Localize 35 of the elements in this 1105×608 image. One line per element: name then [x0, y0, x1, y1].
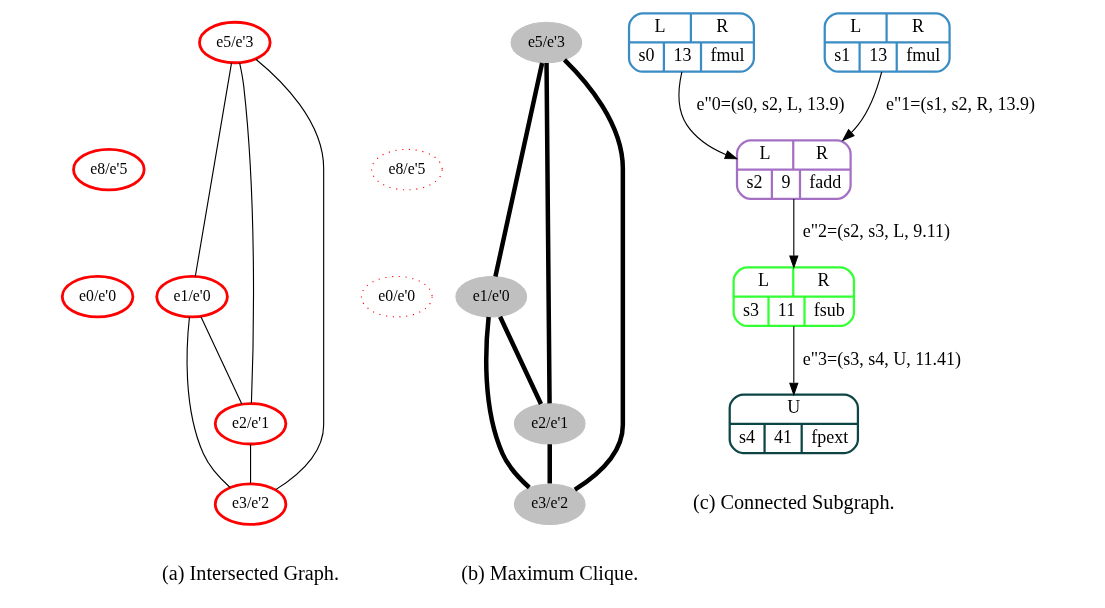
connector — [199, 316, 242, 405]
edge-label: e"2=(s2, s3, L, 9.11) — [802, 221, 950, 242]
node-ellipse: e0/e'0 — [60, 275, 134, 319]
connector — [562, 58, 625, 492]
connector — [492, 62, 544, 277]
connector — [194, 62, 232, 278]
connector — [249, 443, 251, 484]
node-ellipse: e2/e'1 — [513, 403, 586, 445]
connector — [238, 62, 254, 404]
connector — [186, 316, 231, 489]
connector — [543, 62, 552, 404]
arrow — [788, 325, 799, 397]
node-ellipse: e5/e'3 — [510, 21, 582, 64]
arrow — [841, 71, 882, 142]
label: (a) Intersected Graph. — [161, 562, 339, 585]
node-ellipse: e2/e'1 — [213, 402, 287, 446]
node-ellipse: e0/e'0 — [360, 275, 433, 318]
node-ellipse: e1/e'0 — [454, 275, 527, 318]
label: (c) Connected Subgraph. — [692, 491, 895, 514]
node-ellipse: e3/e'2 — [213, 482, 287, 526]
connector — [497, 315, 543, 405]
edge-label: e"3=(s3, s4, U, 11.41) — [802, 348, 961, 369]
node-ellipse: e8/e'5 — [71, 147, 146, 192]
edge-label: e"1=(s1, s2, R, 13.9) — [885, 94, 1035, 115]
node-ellipse: e1/e'0 — [154, 275, 229, 319]
arrow — [677, 71, 738, 160]
node-ellipse: e5/e'3 — [197, 20, 272, 65]
connector — [547, 444, 552, 484]
node-ellipse: e3/e'2 — [513, 483, 586, 525]
label: (b) Maximum Clique. — [460, 562, 638, 585]
arrow — [788, 198, 799, 270]
connector — [483, 316, 531, 490]
node-ellipse: e8/e'5 — [370, 148, 443, 191]
edge-label: e"0=(s0, s2, L, 13.9) — [696, 94, 844, 115]
connector — [254, 58, 324, 491]
